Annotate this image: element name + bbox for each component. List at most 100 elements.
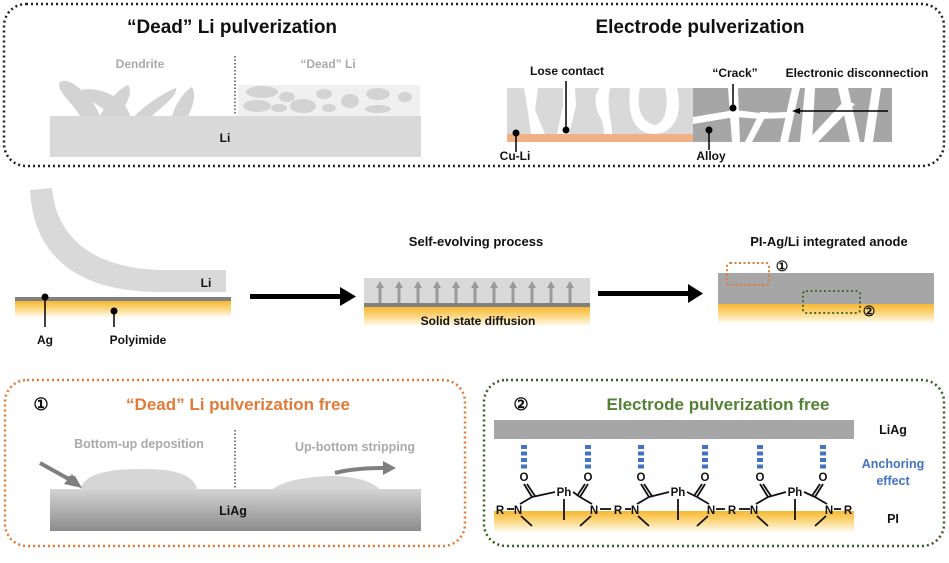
anchoring-dash: [638, 445, 644, 449]
polyimide-layer: [15, 301, 231, 318]
diffusion-arrow-shaft: [511, 287, 515, 303]
anchoring-dash: [820, 458, 826, 462]
diffusion-arrow-head: [376, 281, 384, 288]
lose-contact-label: Lose contact: [530, 64, 604, 78]
bond: [526, 483, 536, 497]
stripping-li-mound: [272, 476, 380, 490]
bond: [643, 483, 653, 497]
anchoring-dash: [638, 451, 644, 456]
anchoring-dash: [585, 458, 591, 462]
panel-2-number: ②: [513, 395, 528, 414]
diffusion-arrow: [471, 281, 479, 303]
cu-li-label: Cu-Li: [500, 149, 531, 163]
diffusion-arrow-head: [395, 281, 403, 288]
ag-label: Ag: [37, 333, 53, 347]
diffusion-arrow-shaft: [492, 287, 496, 303]
diffusion-arrow-shaft: [435, 287, 439, 303]
diffusion-arrow-head: [509, 281, 517, 288]
anchoring-dash: [702, 445, 708, 449]
li-foil: [30, 188, 226, 292]
alloy-label: Alloy: [696, 149, 726, 163]
bond: [762, 483, 772, 497]
polyimide-layer-evolving: [364, 307, 590, 327]
dead-li-label: “Dead” Li: [300, 57, 355, 71]
bond: [636, 496, 650, 505]
diffusion-arrow-shaft: [530, 287, 534, 303]
li-substrate: [50, 116, 421, 157]
process-arrow-1: [250, 287, 356, 306]
bond: [576, 483, 586, 497]
process-arrow-2: [598, 284, 703, 303]
anchoring-label-1: Anchoring: [862, 457, 925, 471]
bond: [696, 483, 706, 498]
nitrogen-atom: N: [750, 505, 758, 517]
up-bottom-stripping-label: Up-bottom stripping: [295, 440, 415, 454]
diffusion-arrow-shaft: [549, 287, 553, 303]
marker-1-label: ①: [776, 258, 789, 274]
anchoring-dash: [638, 458, 644, 462]
deposited-li-mound: [80, 469, 197, 490]
bond: [579, 483, 589, 498]
polyimide-label: Polyimide: [110, 333, 167, 347]
diffusion-arrow: [509, 281, 517, 303]
phenyl-group: Ph: [788, 487, 803, 499]
anchoring-dash: [521, 445, 527, 449]
anchoring-dash: [757, 464, 763, 469]
bond: [814, 515, 827, 527]
nitrogen-atom: N: [590, 505, 598, 517]
bond: [519, 496, 533, 505]
anchoring-dash: [757, 451, 763, 456]
anchoring-dash: [702, 464, 708, 469]
diffusion-arrow: [452, 281, 460, 303]
oxygen-atom: O: [819, 472, 828, 484]
stripping-arrow: [334, 461, 396, 475]
anchoring-dash: [702, 451, 708, 456]
diffusion-arrow-shaft: [416, 287, 420, 303]
middle-process: Li Ag Polyimide Self-evolving process So…: [15, 188, 934, 347]
diffusion-arrow-head: [433, 281, 441, 288]
ag-leader: [41, 293, 49, 327]
anchoring-dash: [585, 451, 591, 456]
phenyl-group: Ph: [557, 487, 572, 499]
liag-substrate: [50, 489, 421, 531]
diffusion-arrow-head: [452, 281, 460, 288]
diffusion-arrow-head: [490, 281, 498, 288]
oxygen-atom: O: [637, 472, 646, 484]
anchoring-label-2: effect: [876, 474, 910, 488]
diffusion-arrows: [376, 281, 574, 303]
bond: [531, 491, 556, 498]
leader-lines: [515, 81, 888, 152]
bond: [755, 496, 769, 505]
diffusion-arrow: [376, 281, 384, 303]
diffusion-arrow-head: [414, 281, 422, 288]
electronic-disconnection-label: Electronic disconnection: [786, 66, 929, 80]
bond: [686, 491, 698, 498]
bond: [520, 515, 533, 527]
dendrites: [59, 80, 195, 116]
bottom-up-deposition-label: Bottom-up deposition: [74, 437, 204, 451]
anchoring-dash: [820, 451, 826, 456]
pi-bar-label: PI: [887, 512, 899, 526]
bond: [572, 491, 581, 498]
integrated-anode-title: PI-Ag/Li integrated anode: [750, 234, 907, 249]
anchoring-dash: [820, 464, 826, 469]
r-group: R: [844, 505, 853, 517]
li-foil-label: Li: [201, 276, 212, 290]
nitrogen-atom: N: [631, 505, 639, 517]
dead-li-particles: [243, 86, 412, 113]
anchoring-dash: [757, 458, 763, 462]
bond: [648, 491, 670, 498]
diffusion-arrow-shaft: [378, 287, 382, 303]
bond: [814, 496, 828, 505]
copper-current-collector: [507, 134, 693, 142]
bottom-right-panel: ② Electrode pulverization free LiAg Anch…: [482, 378, 946, 548]
marker-2-label: ②: [863, 303, 876, 319]
top-panel-border: [2, 2, 946, 168]
diffusion-arrow: [528, 281, 536, 303]
oxygen-atom: O: [584, 472, 593, 484]
pi-bar: [494, 511, 854, 533]
nitrogen-atom: N: [514, 505, 522, 517]
pi-layer-anode: [718, 304, 934, 324]
region-2-marker: [802, 290, 861, 314]
